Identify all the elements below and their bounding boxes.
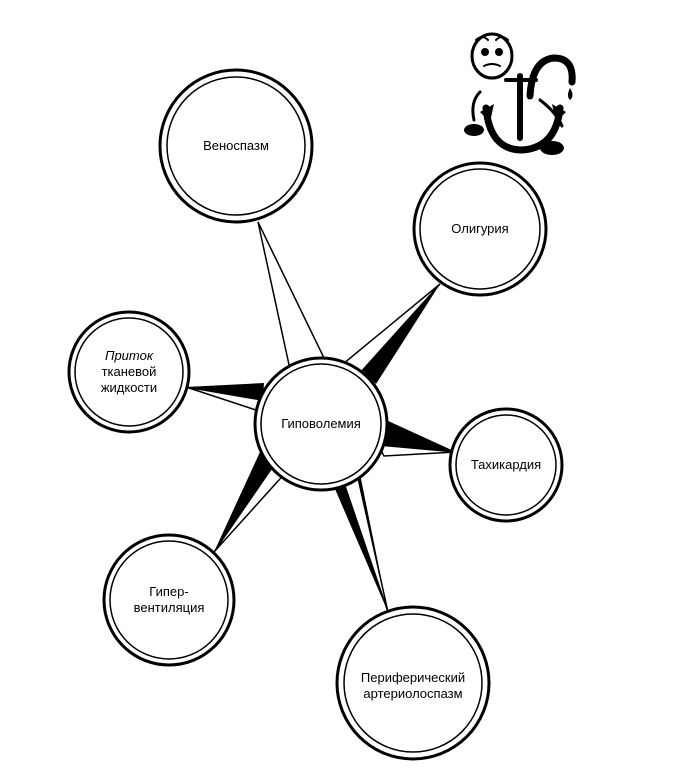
node-arteriolospasm-label-1: Периферический: [361, 670, 465, 685]
node-tissue-fluid-label-1: Приток: [105, 348, 154, 363]
node-oliguria-label-1: Олигурия: [451, 221, 508, 236]
node-tachycardia: Тахикардия: [448, 407, 564, 523]
spike-tachycardia: [378, 420, 456, 452]
spike-arteriolospasm-light: [344, 476, 389, 613]
cartoon-anchor-character-icon: [464, 32, 576, 155]
spike-arteriolospasm: [332, 474, 388, 612]
node-hyperventilation-label-1: Гипер-: [149, 584, 188, 599]
node-venospasm: Веноспазм: [158, 68, 314, 224]
center-label: Гиповолемия: [281, 416, 361, 431]
node-tachycardia-label-1: Тахикардия: [471, 457, 541, 472]
node-venospasm-label-1: Веноспазм: [203, 138, 269, 153]
node-tissue-fluid: Приток тканевой жидкости: [67, 310, 191, 434]
node-tissue-fluid-label-2: тканевой: [102, 364, 157, 379]
node-hyperventilation: Гипер- вентиляция: [102, 533, 236, 667]
node-arteriolospasm: Периферический артериолоспазм: [335, 605, 491, 761]
node-hyperventilation-label-2: вентиляция: [134, 600, 205, 615]
node-arteriolospasm-label-2: артериолоспазм: [363, 686, 462, 701]
star-spikes: [185, 221, 457, 613]
center-node: Гиповолемия: [253, 356, 389, 492]
node-oliguria: Олигурия: [412, 161, 548, 297]
node-tissue-fluid-label-3: жидкости: [101, 380, 157, 395]
